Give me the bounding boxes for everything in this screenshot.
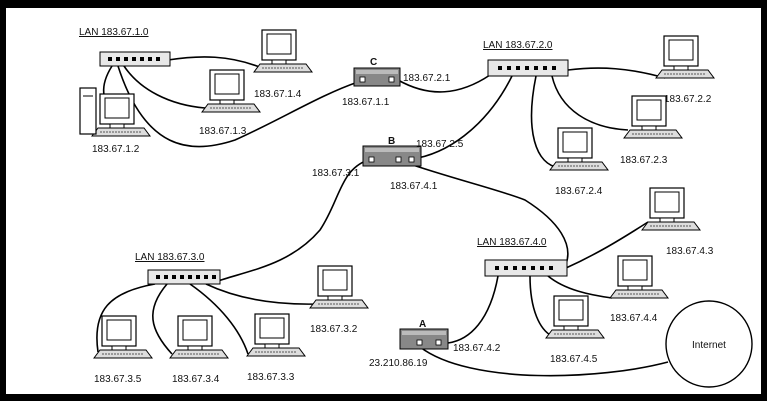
computer-icon[interactable] — [253, 29, 313, 73]
computer-icon[interactable] — [169, 315, 229, 359]
router-b-if1: 183.67.3.1 — [312, 168, 360, 179]
host-label: 183.67.1.2 — [92, 144, 140, 155]
cable-lan4-h4_3 — [565, 221, 649, 269]
cable-lan3-h3_3 — [189, 283, 249, 355]
cable-lan1-h1_4 — [167, 56, 263, 69]
cable-lan2-h2_3 — [551, 75, 629, 131]
cables — [96, 56, 669, 377]
hosts: 183.67.1.2 183.67.1.3 183.67.1.4 183.67.2.2… — [79, 29, 715, 385]
cable-b-lan3 — [214, 159, 369, 283]
router-b[interactable] — [362, 145, 422, 167]
cable-lan3-h3_4 — [152, 283, 173, 355]
host-label: 183.67.2.4 — [555, 186, 603, 197]
host-label: 183.67.3.3 — [247, 372, 295, 383]
router-a-if1: 23.210.86.19 — [369, 358, 428, 369]
cable-a-internet — [419, 346, 669, 377]
computer-icon[interactable] — [93, 315, 153, 359]
cable-lan2-b — [417, 75, 513, 159]
computer-icon[interactable] — [655, 35, 715, 79]
lan4-label: LAN 183.67.4.0 — [477, 237, 547, 248]
cable-lan1-h1_3 — [123, 65, 206, 109]
hub-lan1[interactable] — [99, 51, 171, 67]
cable-lan1-c — [117, 65, 359, 148]
computer-icon[interactable] — [549, 127, 609, 171]
host-label: 183.67.3.5 — [94, 374, 142, 385]
cable-lan4-a — [447, 275, 499, 344]
cable-lan3-h3_5 — [96, 283, 156, 353]
hub-lan3[interactable] — [147, 269, 221, 285]
internet-node[interactable] — [665, 300, 753, 388]
computer-icon[interactable] — [545, 295, 605, 339]
lan2-label: LAN 183.67.2.0 — [483, 40, 553, 51]
computer-icon[interactable] — [609, 255, 669, 299]
router-c-if1: 183.67.1.1 — [342, 97, 390, 108]
computer-icon[interactable] — [641, 187, 701, 231]
computer-icon[interactable] — [623, 95, 683, 139]
cable-b-lan4 — [403, 161, 569, 265]
computer-icon[interactable] — [79, 87, 151, 137]
host-label: 183.67.4.4 — [610, 313, 658, 324]
host-label: 183.67.1.3 — [199, 126, 247, 137]
host-label: 183.67.1.4 — [254, 89, 302, 100]
host-label: 183.67.4.5 — [550, 354, 598, 365]
router-c-label: C — [370, 57, 377, 68]
router-b-label: B — [388, 136, 395, 147]
router-b-if2: 183.67.2.5 — [416, 139, 464, 150]
computer-icon[interactable] — [246, 313, 306, 357]
host-label: 183.67.2.2 — [664, 94, 712, 105]
hub-lan2[interactable] — [487, 59, 569, 77]
router-c[interactable] — [353, 67, 401, 87]
router-a-if2: 183.67.4.2 — [453, 343, 501, 354]
computer-icon[interactable] — [201, 69, 261, 113]
host-label: 183.67.3.4 — [172, 374, 220, 385]
cable-lan3-h3_2 — [205, 283, 319, 305]
lan3-label: LAN 183.67.3.0 — [135, 252, 205, 263]
cable-c-lan2 — [397, 74, 491, 93]
host-label: 183.67.2.3 — [620, 155, 668, 166]
lan1-label: LAN 183.67.1.0 — [79, 27, 149, 38]
hub-lan4[interactable] — [484, 259, 568, 277]
router-c-if2: 183.67.2.1 — [403, 73, 451, 84]
internet-label: Internet — [692, 340, 726, 351]
cable-lan2-h2_2 — [567, 67, 666, 79]
host-label: 183.67.3.2 — [310, 324, 358, 335]
host-label: 183.67.4.3 — [666, 246, 714, 257]
cable-lan4-h4_4 — [547, 275, 613, 299]
router-b-if3: 183.67.4.1 — [390, 181, 438, 192]
router-a-label: A — [419, 319, 426, 330]
computer-icon[interactable] — [309, 265, 369, 309]
router-a[interactable] — [399, 328, 449, 350]
